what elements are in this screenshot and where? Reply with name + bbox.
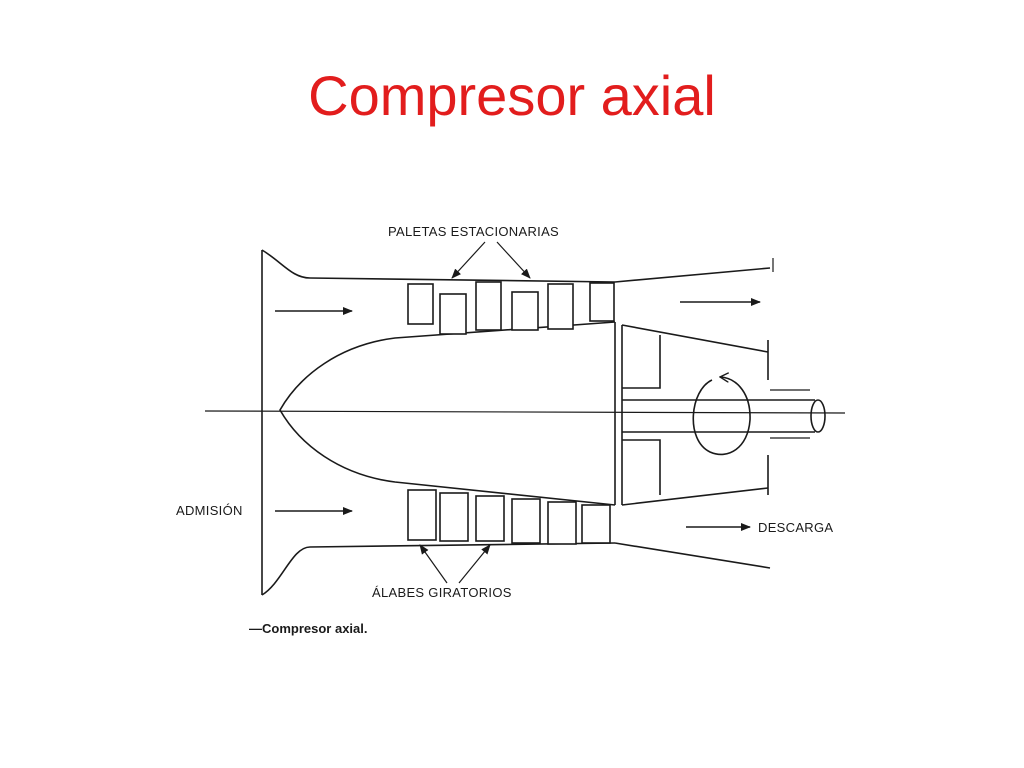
lower-blades xyxy=(407,489,611,545)
flow-arrows xyxy=(275,298,761,531)
label-stationary-vanes: PALETAS ESTACIONARIAS xyxy=(388,224,559,239)
slide-title: Compresor axial xyxy=(308,64,716,127)
discharge-section xyxy=(621,324,810,506)
rotation-arrow xyxy=(692,377,751,456)
upper-stationary-vanes xyxy=(407,281,615,331)
upper-rotating-blades xyxy=(439,291,539,335)
label-discharge: DESCARGA xyxy=(758,520,833,535)
label-rotating-blades: ÁLABES GIRATORIOS xyxy=(372,585,512,600)
figure-caption: —Compresor axial. xyxy=(249,621,368,636)
intake-bellmouth xyxy=(261,249,311,596)
leader-arrows xyxy=(419,241,531,584)
rotor-hub xyxy=(279,321,616,506)
label-intake: ADMISIÓN xyxy=(176,503,243,518)
shaft xyxy=(622,399,826,433)
center-axis-line xyxy=(204,410,846,414)
